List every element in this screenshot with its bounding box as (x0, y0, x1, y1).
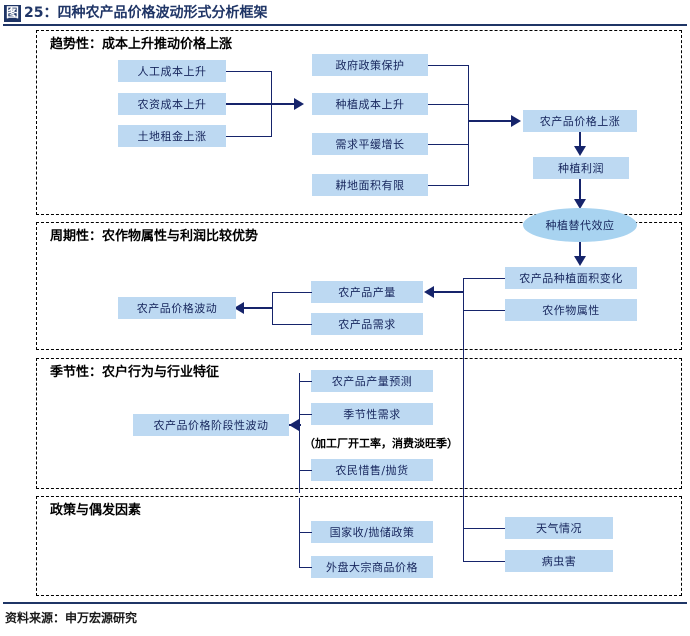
section-cycle-label: 周期性：农作物属性与利润比较优势 (50, 229, 259, 244)
connector-season-bracket-vertical (299, 373, 300, 493)
connector-middle-bracket-vertical (468, 65, 469, 186)
connector-state-reserve-out (299, 532, 312, 533)
node-state-reserve: 国家收/抛储政策 (311, 521, 433, 543)
node-price-fluctuation: 农产品价格波动 (118, 297, 236, 319)
arrow-to-substitution-icon (574, 199, 586, 209)
connector-demand-growth-out (428, 144, 469, 145)
arrow-to-planting-cost-icon (294, 98, 304, 110)
title-divider (3, 24, 687, 26)
connector-to-stage-fluct (289, 424, 301, 426)
node-price-up: 农产品价格上涨 (523, 110, 637, 132)
connector-bracket-to-price-up (468, 120, 513, 122)
arrow-to-output-icon (424, 286, 434, 298)
node-weather: 天气情况 (505, 517, 613, 539)
connector-land-to-bracket (226, 136, 272, 137)
node-season-note: （加工厂开工率，消费淡旺季） (304, 437, 458, 450)
connector-labor-to-bracket (226, 71, 272, 72)
connector-demand-out (272, 324, 312, 325)
node-pest: 病虫害 (505, 550, 613, 572)
node-stage-fluctuation: 农产品价格阶段性波动 (133, 414, 289, 436)
node-land-rent: 土地租金上涨 (118, 125, 226, 147)
node-labor-cost: 人工成本上升 (118, 60, 226, 82)
section-season (36, 358, 682, 489)
connector-to-price-fluct (244, 307, 273, 309)
connector-cycle-to-lower-sections (463, 292, 464, 522)
arrow-to-planting-profit-icon (574, 146, 586, 156)
node-overseas-price: 外盘大宗商品价格 (311, 556, 433, 578)
node-seasonal-demand: 季节性需求 (311, 403, 433, 425)
connector-output-out (272, 292, 312, 293)
connector-policy-bracket-vertical (299, 498, 300, 568)
connector-gov-policy-out (428, 65, 469, 66)
connector-seasonal-demand-out (299, 414, 312, 415)
footer-divider (3, 602, 687, 604)
connector-farmer-behavior-out (299, 470, 312, 471)
arrow-to-price-fluct-icon (234, 302, 244, 314)
node-demand: 农产品需求 (311, 313, 423, 335)
node-input-cost: 农资成本上升 (118, 93, 226, 115)
connector-planting-cost-out (428, 104, 469, 105)
page-title: 25：四种农产品价格波动形式分析框架 (24, 5, 268, 21)
arrow-to-price-up-icon (511, 115, 521, 127)
connector-arable-limited-out (428, 185, 469, 186)
connector-price-up-to-profit (579, 132, 581, 148)
connector-output-forecast-out (299, 381, 312, 382)
connector-weather-out (463, 528, 505, 529)
connector-overseas-price-out (299, 567, 312, 568)
connector-substitution-to-area (579, 242, 581, 260)
section-trend (36, 30, 682, 215)
connector-profit-to-substitution (579, 179, 581, 201)
node-output-forecast: 农产品产量预测 (311, 370, 433, 392)
section-trend-label: 趋势性：成本上升推动价格上涨 (50, 37, 233, 52)
connector-crop-attribute-out (463, 310, 505, 311)
node-planting-cost: 种植成本上升 (312, 93, 428, 115)
node-output: 农产品产量 (311, 281, 423, 303)
node-demand-growth: 需求平缓增长 (312, 133, 428, 155)
arrow-to-area-change-icon (574, 256, 586, 266)
connector-incident-bracket-vertical (463, 498, 464, 562)
section-policy-label: 政策与偶发因素 (50, 503, 142, 518)
node-gov-policy: 政府政策保护 (312, 54, 428, 76)
connector-pest-out (463, 561, 505, 562)
node-arable-limited: 耕地面积有限 (312, 174, 428, 196)
connector-area-change-out (463, 278, 505, 279)
connector-bracket-to-planting-cost (226, 103, 296, 105)
node-farmer-behavior: 农民惜售/抛货 (311, 459, 433, 481)
figure-title-bar: 图 25：四种农产品价格波动形式分析框架 (0, 2, 690, 26)
node-planting-profit: 种植利润 (533, 157, 629, 179)
node-crop-attribute: 农作物属性 (505, 299, 637, 321)
node-area-change: 农产品种植面积变化 (505, 267, 637, 289)
node-substitution-effect: 种植替代效应 (523, 208, 637, 242)
connector-to-output (434, 291, 464, 293)
section-cycle (36, 222, 682, 350)
section-policy (36, 496, 682, 596)
figure-tag: 图 (4, 5, 22, 22)
source-label: 资料来源：申万宏源研究 (5, 611, 138, 625)
section-season-label: 季节性：农户行为与行业特征 (50, 365, 220, 380)
